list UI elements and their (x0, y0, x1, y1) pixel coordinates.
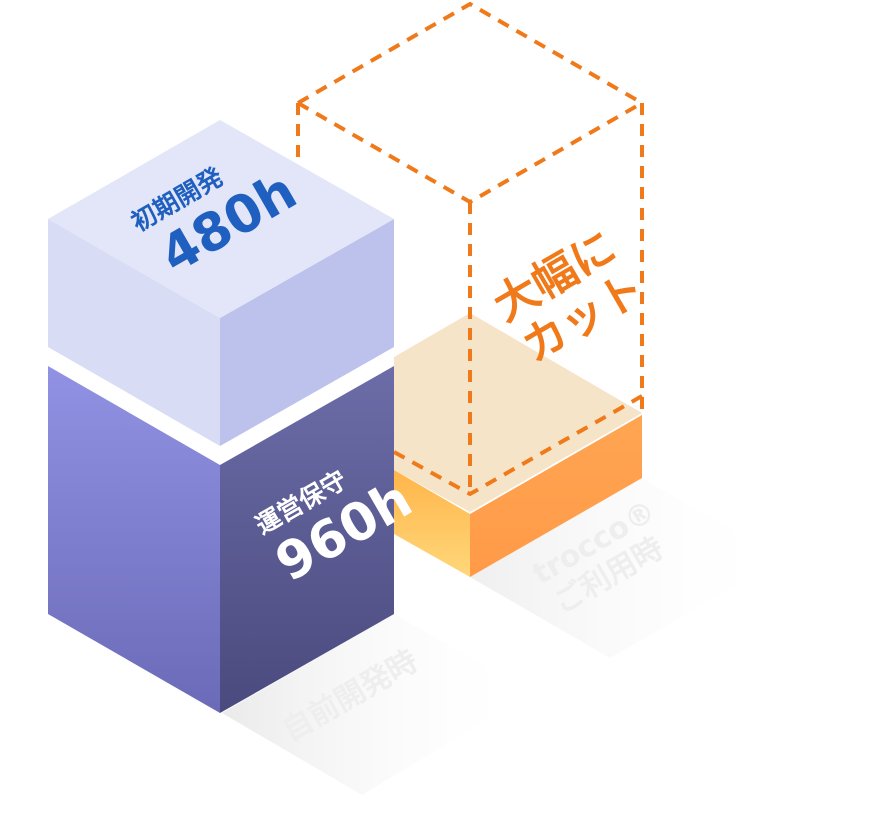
trocco-block-top-face (394, 313, 642, 512)
trocco-block-right-face (470, 415, 642, 577)
initial-dev-block-right-face (220, 219, 394, 446)
trocco-block (394, 313, 642, 577)
maintenance-block-left-face (48, 366, 220, 713)
maintenance-block-right-face (220, 366, 394, 713)
initial-dev-block (48, 120, 394, 446)
cut-volume-outline (296, 1, 644, 497)
floor-shadow-in-house (222, 614, 532, 795)
initial-dev-block-top-face (48, 120, 394, 318)
trocco-block-left-face (394, 470, 470, 577)
maintenance-block (48, 366, 394, 713)
initial-dev-block-left-face (48, 219, 220, 446)
floor-shadow-trocco (470, 478, 782, 658)
